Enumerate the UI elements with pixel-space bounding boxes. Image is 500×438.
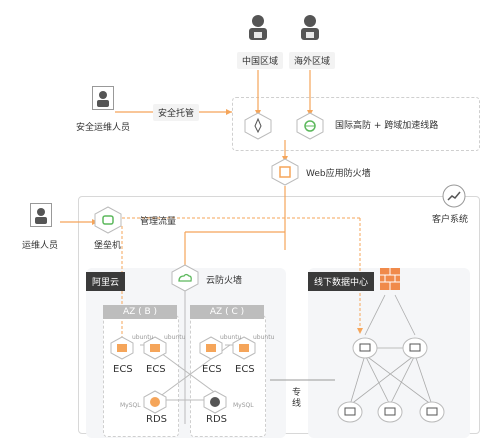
ecs-node-icon	[232, 336, 256, 363]
cloud-firewall-icon	[171, 264, 199, 295]
intl-ddos-label: 国际高防 + 跨域加速线路	[335, 121, 439, 131]
az-b-tag: AZ ( B )	[103, 305, 177, 319]
security-hosting-label: 安全托管	[153, 104, 200, 121]
china-user-icon	[246, 14, 270, 45]
security-ops-label: 安全运维人员	[76, 123, 131, 133]
dedicated-line-label: 专线	[292, 388, 302, 409]
customer-system-icon	[442, 184, 466, 211]
waf-label: Web应用防火墙	[306, 169, 371, 179]
ubuntu-label: ubuntu	[220, 334, 242, 341]
bastion-label: 堡垒机	[94, 241, 122, 251]
ubuntu-label: ubuntu	[132, 334, 154, 341]
ecs-node-icon	[199, 336, 223, 363]
bastion-node-icon	[94, 206, 122, 237]
waf-node-icon	[271, 158, 299, 189]
ecs-node-icon	[110, 336, 134, 363]
ops-person-avatar-icon	[30, 203, 52, 227]
ecs-label: ECS	[202, 364, 222, 375]
az-c-tag: AZ ( C )	[190, 305, 264, 319]
mysql-label: MySQL	[120, 402, 141, 409]
ecs-label: ECS	[113, 364, 133, 375]
cloud-firewall-label: 云防火墙	[206, 276, 243, 286]
rocket-node-icon	[244, 112, 272, 143]
server-node-icon	[337, 400, 363, 427]
rds-node-icon	[143, 390, 167, 417]
server-node-icon	[352, 336, 378, 363]
ubuntu-label: ubuntu	[164, 334, 186, 341]
security-ops-avatar-icon	[92, 86, 114, 110]
rds-label: RDS	[206, 414, 227, 425]
server-node-icon	[402, 336, 428, 363]
server-node-icon	[377, 400, 403, 427]
firewall-brick-icon	[378, 266, 402, 295]
rds-node-icon	[203, 390, 227, 417]
customer-system-label: 客户系统	[432, 215, 469, 225]
edge-services-box	[232, 97, 480, 151]
overseas-region-label: 海外区域	[289, 52, 336, 69]
az-c-box	[190, 315, 266, 437]
china-region-label: 中国区域	[237, 52, 284, 69]
offline-dc-tag: 线下数据中心	[308, 272, 375, 291]
mysql-label: MySQL	[233, 402, 254, 409]
ops-person-label: 运维人员	[22, 241, 59, 251]
ddos-node-icon	[296, 112, 324, 143]
ecs-label: ECS	[235, 364, 255, 375]
rds-label: RDS	[146, 414, 167, 425]
mgmt-traffic-label: 管理流量	[140, 217, 177, 227]
server-node-icon	[419, 400, 445, 427]
aliyun-tag: 阿里云	[86, 272, 126, 291]
overseas-user-icon	[298, 14, 322, 45]
ecs-label: ECS	[146, 364, 166, 375]
ecs-node-icon	[143, 336, 167, 363]
ubuntu-label: ubuntu	[253, 334, 275, 341]
